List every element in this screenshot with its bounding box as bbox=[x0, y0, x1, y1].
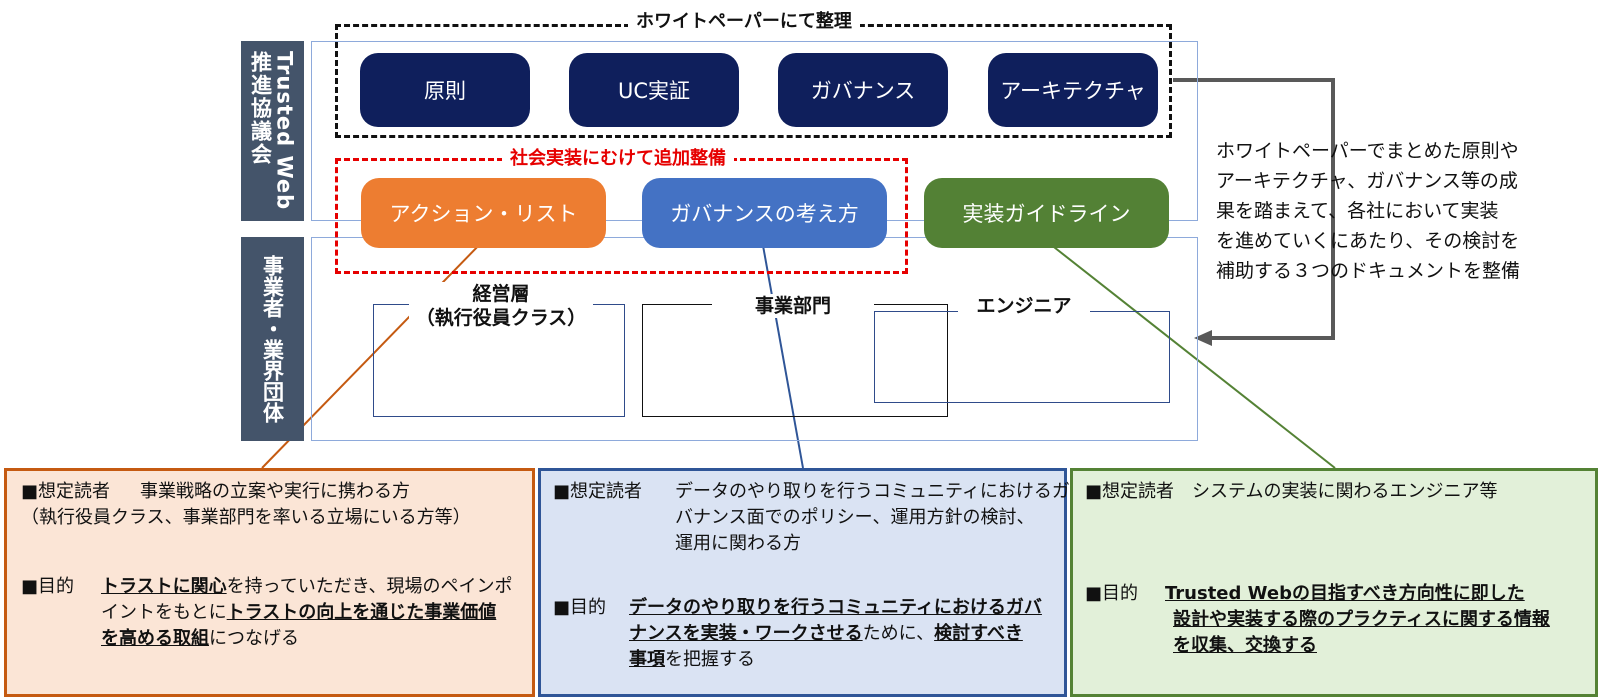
pill-governance-approach: ガバナンスの考え方 bbox=[642, 178, 887, 248]
blue-connector bbox=[761, 239, 804, 469]
business-reader-line1: データのやり取りを行うコミュニティにおけるガ bbox=[675, 481, 1070, 502]
business-reader-line3: 運用に関わる方 bbox=[675, 533, 801, 554]
pill-architecture: アーキテクチャ bbox=[988, 53, 1158, 127]
pill-governance: ガバナンス bbox=[778, 53, 948, 127]
side-note: ホワイトペーパーでまとめた原則や アーキテクチャ、ガバナンス等の成 果を踏まえて… bbox=[1216, 140, 1521, 282]
engineer-box bbox=[874, 311, 1170, 403]
council-label-en: Trusted Web bbox=[272, 51, 297, 211]
engineer-reader-row: ■想定読者システムの実装に関わるエンジニア等 bbox=[1085, 481, 1498, 502]
council-label: Trusted Web 推進協議会 bbox=[241, 41, 304, 221]
engineer-purpose-line3: を収集、交換する bbox=[1173, 635, 1317, 656]
pill-action-list: アクション・リスト bbox=[361, 178, 606, 248]
business-purpose-line1: データのやり取りを行うコミュニティにおけるガバ bbox=[629, 597, 1042, 618]
business-panel: ■想定読者 データのやり取りを行うコミュニティにおけるガ バナンス面でのポリシー… bbox=[538, 468, 1070, 697]
green-connector bbox=[1044, 239, 1336, 469]
engineer-title: エンジニア bbox=[958, 294, 1090, 318]
social-title: 社会実装にむけて追加整備 bbox=[502, 148, 734, 170]
executive-purpose-line2: イントをもとにトラストの向上を通じた事業価値 bbox=[101, 602, 497, 623]
business-dept-title: 事業部門 bbox=[712, 294, 874, 318]
business-purpose-label: ■目的 bbox=[553, 597, 607, 618]
executive-purpose-label: ■目的 bbox=[21, 576, 75, 597]
business-label: 事業者・業界団体 bbox=[241, 237, 304, 441]
executive-purpose-line3: を高める取組につなげる bbox=[101, 628, 299, 649]
business-reader-label: ■想定読者 bbox=[553, 481, 643, 502]
bracket-arrowhead bbox=[1194, 330, 1212, 346]
business-reader-line2: バナンス面でのポリシー、運用方針の検討、 bbox=[675, 507, 1035, 528]
council-label-jp: 推進協議会 bbox=[248, 51, 273, 167]
executive-purpose-line1: トラストに関心を持っていただき、現場のペインポ bbox=[101, 576, 513, 597]
engineer-purpose-line2: 設計や実装する際のプラクティスに関する情報 bbox=[1173, 609, 1550, 630]
executive-title: 経営層 （執行役員クラス） bbox=[409, 282, 593, 330]
executive-reader-row: ■想定読者事業戦略の立案や実行に携わる方 bbox=[21, 481, 411, 502]
whitepaper-title: ホワイトペーパーにて整理 bbox=[628, 11, 860, 33]
business-purpose-line3: 事項を把握する bbox=[629, 649, 755, 670]
engineer-panel: ■想定読者システムの実装に関わるエンジニア等 ■目的 Trusted Webの目… bbox=[1070, 468, 1598, 697]
engineer-purpose-label: ■目的 bbox=[1085, 583, 1139, 604]
executive-panel: ■想定読者事業戦略の立案や実行に携わる方 （執行役員クラス、事業部門を率いる立場… bbox=[4, 468, 535, 697]
executive-reader-row2: （執行役員クラス、事業部門を率いる立場にいる方等） bbox=[21, 507, 471, 528]
pill-uc-demo: UC実証 bbox=[569, 53, 739, 127]
bracket-connector bbox=[1173, 78, 1335, 340]
pill-implementation-guideline: 実装ガイドライン bbox=[924, 178, 1169, 248]
pill-principles: 原則 bbox=[360, 53, 530, 127]
business-purpose-line2: ナンスを実装・ワークさせるために、検討すべき bbox=[629, 623, 1023, 644]
engineer-purpose-line1: Trusted Webの目指すべき方向性に即した bbox=[1165, 583, 1525, 604]
